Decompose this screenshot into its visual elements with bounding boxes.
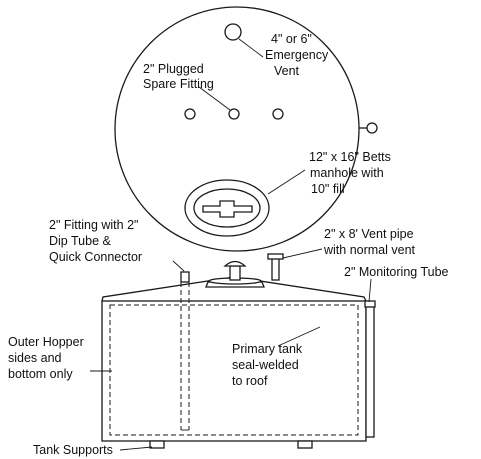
manhole-handle (202, 200, 253, 218)
side-view (101, 253, 376, 449)
fill-neck (229, 265, 241, 281)
leader-lines (90, 38, 372, 451)
tank-support-left (149, 440, 165, 449)
vent-pipe (271, 257, 280, 281)
manhole-label: 12" x 16" Betts manhole with 10" fill (309, 150, 394, 196)
manhole-outer (184, 179, 270, 237)
outer-hopper-label: Outer Hopper sides and bottom only (8, 335, 87, 381)
emergency-vent-fitting (224, 23, 242, 41)
spare-fitting-center (228, 108, 240, 120)
plugged-fitting-label: 2" Plugged Spare Fitting (143, 62, 214, 91)
vent-pipe-label: 2" x 8' Vent pipe with normal vent (323, 227, 417, 257)
manhole-inner (193, 188, 261, 228)
emergency-vent-label: 4" or 6" Emergency Vent (265, 32, 332, 78)
primary-tank-label: Primary tank seal-welded to roof (232, 342, 306, 388)
tank-top-outline (114, 6, 360, 252)
spare-fitting-left (184, 108, 196, 120)
spare-fitting-right (272, 108, 284, 120)
monitoring-tube-label: 2" Monitoring Tube (344, 265, 449, 279)
monitoring-tube (365, 305, 375, 438)
tank-supports-label: Tank Supports (33, 443, 113, 457)
tank-support-right (297, 440, 313, 449)
dip-tube-fitting (180, 271, 190, 283)
vent-cap (267, 253, 284, 260)
top-view (114, 6, 378, 252)
fill-cap (223, 260, 247, 267)
primary-tank (109, 304, 359, 436)
dip-tube-fitting-label: 2" Fitting with 2" Dip Tube & Quick Conn… (49, 218, 142, 264)
side-fitting (366, 122, 378, 134)
